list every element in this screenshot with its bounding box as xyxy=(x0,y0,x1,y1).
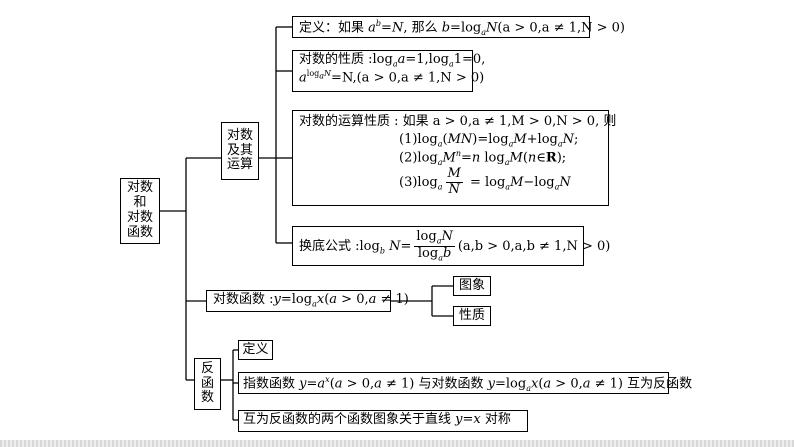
group-log-line-3: 运算 xyxy=(226,157,253,173)
inverse-function-node: 反 函 数 xyxy=(194,358,221,410)
properties-line-2: alogaN=N,(a > 0,a ≠ 1,N > 0) xyxy=(299,68,485,86)
root-line-3: 对数 xyxy=(126,210,153,225)
definition-mid: , 那么 xyxy=(403,20,442,36)
root-line-4: 函数 xyxy=(126,224,153,240)
inverse-relation-label: 指数函数 y=ax(a > 0,a ≠ 1) 与对数函数 y=logax(a >… xyxy=(243,375,693,393)
root-line-2: 和 xyxy=(133,195,147,211)
inverse-definition-box: 定义 xyxy=(238,340,273,360)
log-operations-node: 对数 及其 运算 xyxy=(221,122,259,180)
operations-box: 对数的运算性质 : 如果 a > 0,a ≠ 1,M > 0,N > 0, 则 … xyxy=(292,110,617,206)
group-inverse-line-1: 反 xyxy=(200,360,214,376)
operations-title: 对数的运算性质 : 如果 a > 0,a ≠ 1,M > 0,N > 0, 则 xyxy=(299,114,617,129)
properties-line-2-suffix: =N,(a > 0,a ≠ 1,N > 0) xyxy=(331,70,485,86)
change-base-condition: (a,b > 0,a,b ≠ 1,N > 0) xyxy=(457,238,611,254)
group-inverse-line-2: 函 xyxy=(200,375,214,391)
group-log-line-2: 及其 xyxy=(226,142,253,158)
properties-line-1: 对数的性质 :logaa=1,loga1=0, xyxy=(299,52,486,69)
root-line-1: 对数 xyxy=(126,180,153,196)
log-function-box: 对数函数 :y=logax(a > 0,a ≠ 1) xyxy=(206,290,409,312)
inverse-symmetry-box: 互为反函数的两个函数图象关于直线 y=x 对称 xyxy=(238,410,528,432)
nature-label: 性质 xyxy=(458,307,485,323)
log-function-label: 对数函数 :y=logax(a > 0,a ≠ 1) xyxy=(213,292,409,309)
inverse-symmetry-label: 互为反函数的两个函数图象关于直线 y=x 对称 xyxy=(243,412,511,427)
inverse-relation-box: 指数函数 y=ax(a > 0,a ≠ 1) 与对数函数 y=logax(a >… xyxy=(238,372,693,394)
properties-title: 对数的性质 : xyxy=(299,52,373,67)
graph-box: 图象 xyxy=(453,276,491,296)
definition-condition: (a > 0,a ≠ 1,N > 0) xyxy=(497,20,625,36)
operations-rule-2: (2)logaMn=n logaM(n∈R); xyxy=(399,148,567,167)
properties-box: 对数的性质 :logaa=1,loga1=0, alogaN=N,(a > 0,… xyxy=(292,50,486,92)
root-node: 对数 和 对数 函数 xyxy=(120,178,160,244)
nature-box: 性质 xyxy=(453,306,491,326)
group-inverse-line-3: 数 xyxy=(200,390,214,406)
definition-text: 定义：如果 ab=N, 那么 b=logaN(a > 0,a ≠ 1,N > 0… xyxy=(299,19,625,37)
group-log-line-1: 对数 xyxy=(226,127,253,143)
inverse-definition-label: 定义 xyxy=(242,341,269,357)
graph-label: 图象 xyxy=(458,277,485,293)
definition-prefix: 定义：如果 xyxy=(299,20,369,36)
definition-box: 定义：如果 ab=N, 那么 b=logaN(a > 0,a ≠ 1,N > 0… xyxy=(292,16,625,38)
bottom-texture xyxy=(0,440,794,447)
operations-rule-1: (1)loga(MN)=logaM+logaN; xyxy=(399,131,579,149)
